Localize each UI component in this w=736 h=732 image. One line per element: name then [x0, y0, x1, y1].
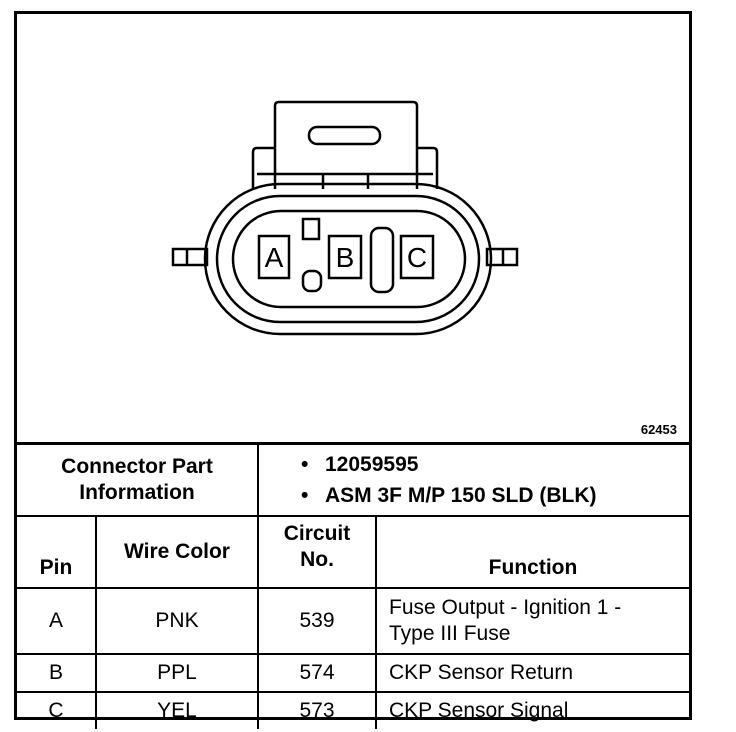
header-circuit-line1: Circuit	[283, 522, 351, 545]
connector-part-information-label: Connector Part Information	[17, 445, 259, 517]
connector-face-drawing: A B C	[171, 100, 519, 336]
pin-cell: A	[17, 587, 97, 655]
figure-number: 62453	[640, 422, 677, 437]
cpi-label-line2: Information	[79, 481, 195, 504]
pin-cell: C	[17, 691, 97, 729]
connector-end-view-frame: A B C 62453 Connector Part Information •…	[14, 11, 692, 729]
header-circuit-no: Circuit No.	[257, 515, 377, 589]
pin-c-cavity	[399, 234, 435, 280]
part-number: 12059595	[325, 453, 419, 476]
function-cell: Fuse Output - Ignition 1 - Type III Fuse	[374, 587, 690, 655]
wire-color-cell: PNK	[95, 587, 259, 655]
locking-tab	[251, 100, 439, 189]
circuit-cell: 539	[257, 587, 377, 655]
connector-info-row: Connector Part Information • 12059595 • AS…	[17, 445, 690, 517]
pin-cell: B	[17, 653, 97, 693]
wire-color-cell: PPL	[95, 653, 259, 693]
connector-housing	[203, 182, 493, 336]
circuit-cell: 573	[257, 691, 377, 729]
bullet-icon: •	[301, 453, 309, 476]
function-cell: CKP Sensor Return	[374, 653, 690, 693]
function-line1: Fuse Output - Ignition 1 -	[389, 596, 622, 619]
function-cell: CKP Sensor Signal	[374, 691, 690, 729]
pin-b-label: B	[336, 242, 355, 273]
wire-color-cell: YEL	[95, 691, 259, 729]
header-wire-color: Wire Color	[95, 515, 259, 589]
part-number-item: • 12059595	[301, 449, 689, 480]
function-line2: Type III Fuse	[389, 622, 511, 645]
pin-c-label: C	[407, 242, 427, 273]
header-circuit-line2: No.	[300, 548, 334, 571]
pin-a-cavity	[257, 234, 291, 280]
table-row: A PNK 539 Fuse Output - Ignition 1 - Typ…	[17, 587, 690, 655]
part-description-item: • ASM 3F M/P 150 SLD (BLK)	[301, 480, 689, 511]
header-pin: Pin	[17, 515, 97, 589]
header-function: Function	[374, 515, 690, 589]
cavity-details	[301, 217, 395, 294]
table-row: C YEL 573 CKP Sensor Signal	[17, 691, 690, 729]
circuit-cell: 574	[257, 653, 377, 693]
cpi-label-line1: Connector Part	[61, 455, 213, 478]
part-description: ASM 3F M/P 150 SLD (BLK)	[325, 484, 597, 507]
connector-diagram-area: A B C 62453	[17, 14, 689, 445]
table-row: B PPL 574 CKP Sensor Return	[17, 653, 690, 693]
side-pegs	[171, 247, 519, 267]
connector-part-numbers: • 12059595 • ASM 3F M/P 150 SLD (BLK)	[256, 445, 690, 517]
pin-b-cavity	[327, 234, 363, 280]
bullet-icon: •	[301, 484, 309, 507]
table-header-row: Pin Wire Color Circuit No. Function	[17, 515, 690, 589]
pin-a-label: A	[265, 242, 284, 273]
pinout-table: Connector Part Information • 12059595 • AS…	[17, 445, 690, 729]
